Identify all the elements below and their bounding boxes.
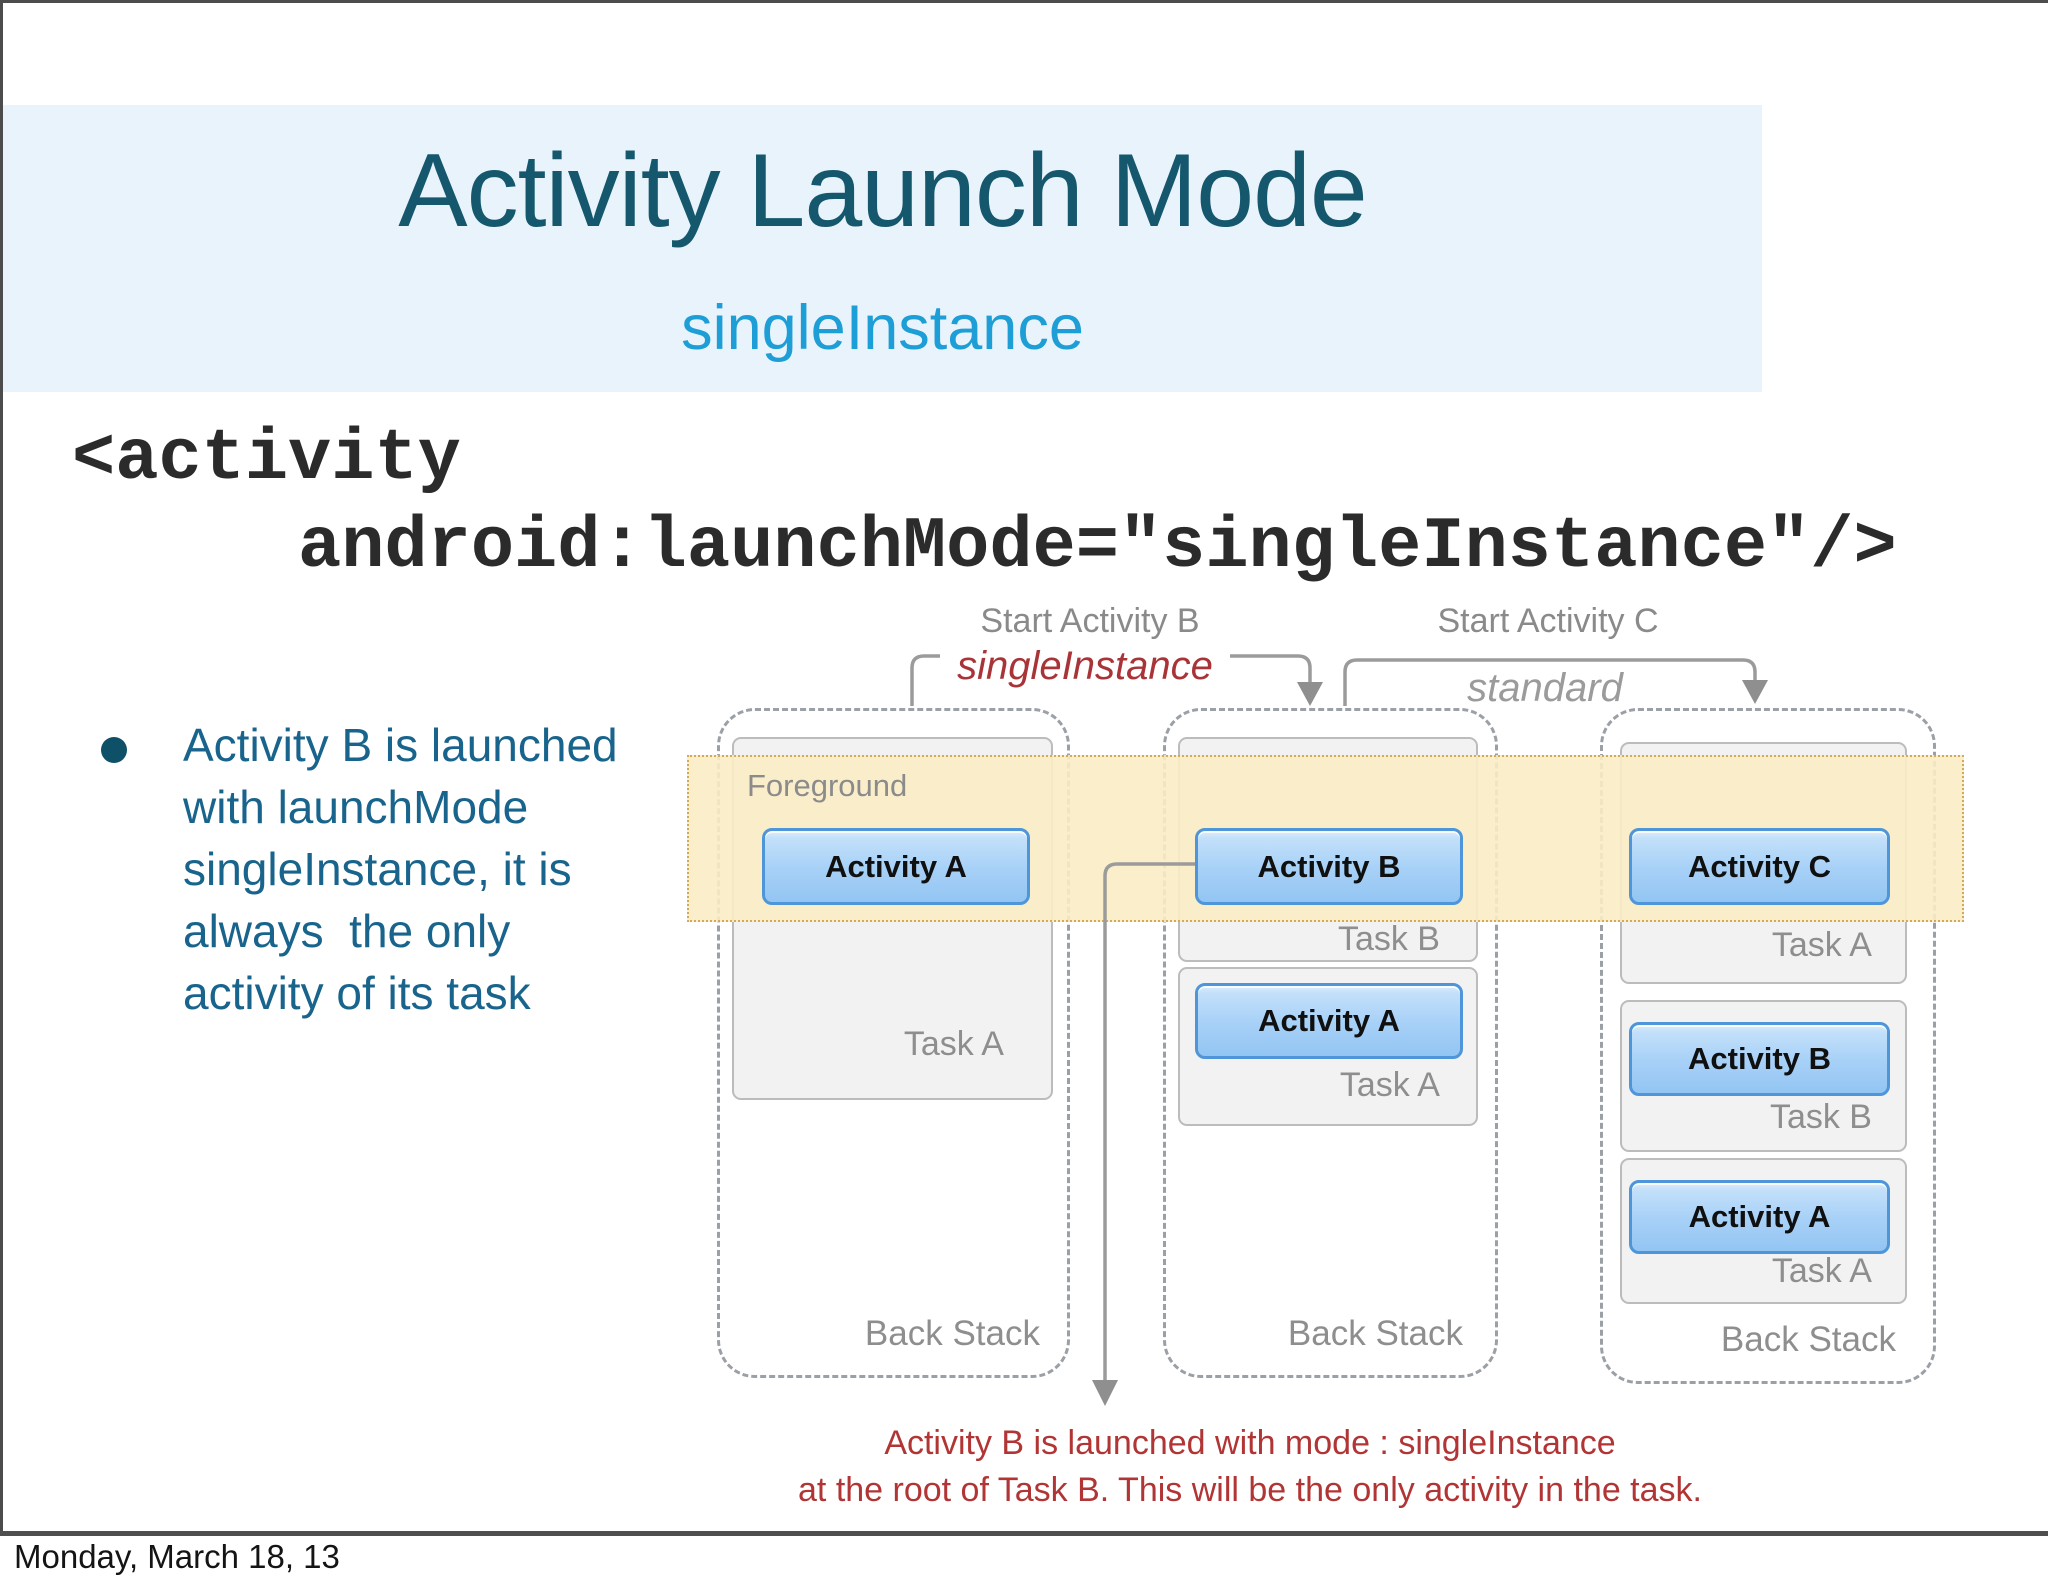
activity-a-box-task1: Activity A xyxy=(762,828,1030,905)
task-container-3 xyxy=(1600,708,1936,1384)
activity-c-box-task3: Activity C xyxy=(1629,828,1890,905)
activity-a-box-task3: Activity A xyxy=(1629,1180,1890,1254)
task3-label-b: Task B xyxy=(1769,1098,1872,1136)
diagram-caption-line1: Activity B is launched with mode : singl… xyxy=(884,1424,1616,1462)
task-container-1 xyxy=(717,708,1070,1378)
window-border-left xyxy=(0,0,3,1531)
task1-label: Task A xyxy=(903,1025,1004,1063)
code-line-2: android:launchMode="singleInstance"/> xyxy=(298,506,1897,588)
task2-back-stack-label: Back Stack xyxy=(1287,1314,1463,1353)
connector-start-b-arrowhead xyxy=(1297,682,1323,706)
task3-label-a-bottom: Task A xyxy=(1771,1252,1872,1290)
diagram-caption: Activity B is launched with mode : singl… xyxy=(750,1420,1750,1514)
task3-back-stack-label: Back Stack xyxy=(1720,1320,1896,1359)
code-line-1: <activity xyxy=(72,418,461,500)
slide-subtitle: singleInstance xyxy=(681,293,1084,363)
task1-back-stack-label: Back Stack xyxy=(864,1314,1040,1353)
footer-date: Monday, March 18, 13 xyxy=(14,1538,340,1575)
task3-label-a-top: Task A xyxy=(1771,926,1872,964)
diagram-caption-line2: at the root of Task B. This will be the … xyxy=(798,1471,1702,1509)
start-activity-b-label: Start Activity B xyxy=(980,602,1200,640)
title-banner: Activity Launch Mode singleInstance xyxy=(3,105,1762,392)
foreground-label: Foreground xyxy=(747,768,908,803)
activity-b-box-task3: Activity B xyxy=(1629,1022,1890,1096)
task2-label-b: Task B xyxy=(1337,920,1440,958)
activity-b-caption-arrowhead xyxy=(1092,1380,1118,1406)
slide-title: Activity Launch Mode xyxy=(398,133,1368,249)
start-activity-c-label: Start Activity C xyxy=(1437,602,1659,640)
bullet-dot xyxy=(101,737,127,763)
task2-label-a: Task A xyxy=(1339,1066,1440,1104)
bullet-text: Activity B is launched with launchMode s… xyxy=(183,719,618,1019)
activity-a-box-task2: Activity A xyxy=(1195,983,1463,1059)
window-border-top xyxy=(0,0,2048,3)
single-instance-mode-label: singleInstance xyxy=(940,644,1230,689)
standard-mode-label: standard xyxy=(1467,666,1623,710)
connector-start-c-arrowhead xyxy=(1742,680,1768,704)
footer-divider xyxy=(0,1531,2048,1536)
activity-b-box-task2: Activity B xyxy=(1195,828,1463,905)
